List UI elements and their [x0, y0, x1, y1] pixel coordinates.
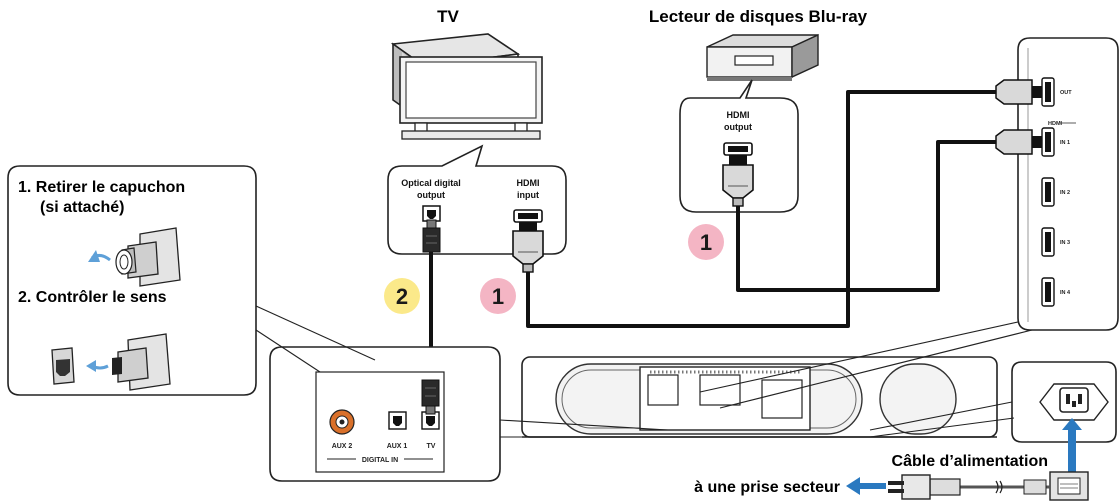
- bluray-hdmi-plug: [722, 155, 754, 207]
- aux2-label: AUX 2: [332, 443, 353, 450]
- outlet-arrow: [846, 477, 886, 495]
- soundbar-hdmi-callout-line-2: [719, 329, 1033, 409]
- soundbar-hdmi-callout-line-1: [699, 321, 1019, 393]
- bluray-hdmi-label-1: HDMI: [727, 110, 750, 120]
- tv-hdmi-plug: [512, 222, 544, 273]
- instruction-step1-line2: (si attaché): [40, 199, 124, 216]
- optical-orientation-illustration: [51, 333, 171, 391]
- tv-optical-label-1: Optical digital: [401, 178, 461, 188]
- tv-title: TV: [437, 7, 459, 26]
- svg-text:IN 3: IN 3: [1060, 240, 1070, 246]
- outlet-label: à une prise secteur: [694, 479, 840, 496]
- badge-step-1-bluray: 1: [688, 224, 724, 260]
- tv-optical-plug: [422, 219, 441, 253]
- soundbar-hdmi-section-label: HDMI: [1048, 121, 1063, 127]
- instruction-callout-line-1: [255, 305, 376, 361]
- tv-hdmi-label-1: HDMI: [517, 178, 540, 188]
- soundbar-port-in4: IN 4: [1041, 277, 1071, 307]
- soundbar-body: [521, 356, 998, 438]
- tv-optical-label-2: output: [417, 190, 445, 200]
- instruction-box: [7, 165, 257, 396]
- bluray-title: Lecteur de disques Blu-ray: [649, 7, 868, 26]
- tv-input-label: TV: [427, 443, 436, 450]
- digital-in-callout-line-1: [499, 419, 669, 431]
- tv-optical-port: [422, 205, 441, 222]
- digital-in-group-label: DIGITAL IN: [362, 457, 398, 464]
- bluray-player-icon: [706, 33, 819, 81]
- bluray-hdmi-label-2: output: [724, 122, 752, 132]
- power-cable-label: Câble d’alimentation: [892, 453, 1048, 470]
- tv-hdmi-input-port: [513, 209, 543, 223]
- instruction-step2: 2. Contrôler le sens: [18, 289, 167, 306]
- aux2-coaxial-port: [329, 409, 355, 435]
- tv-icon: [390, 33, 543, 140]
- power-inlet-icon: [1039, 383, 1109, 421]
- svg-text:1: 1: [700, 230, 712, 255]
- power-cable-plug: [1049, 471, 1089, 501]
- power-plug-up-arrow: [1062, 418, 1082, 472]
- svg-text:2: 2: [396, 284, 408, 309]
- soundbar-optical-plug: [421, 379, 440, 415]
- bluray-hdmi-output-port: [723, 142, 753, 156]
- power-callout-line-2: [869, 417, 1015, 438]
- svg-text:IN 4: IN 4: [1060, 290, 1071, 296]
- tv-hdmi-label-2: input: [517, 190, 539, 200]
- power-cord: [888, 474, 1050, 500]
- badge-step-2-optical: 2: [384, 278, 420, 314]
- svg-text:OUT: OUT: [1060, 90, 1072, 96]
- svg-text:IN 1: IN 1: [1060, 140, 1070, 146]
- badge-step-1-tv: 1: [480, 278, 516, 314]
- soundbar-hdmi-plug-in1: [995, 129, 1042, 155]
- power-callout-line-1: [869, 401, 1013, 431]
- aux1-optical-port: [388, 411, 407, 430]
- instruction-step1-line1: 1. Retirer le capuchon: [18, 179, 185, 196]
- soundbar-hdmi-plug-out: [995, 79, 1042, 105]
- svg-text:IN 2: IN 2: [1060, 190, 1070, 196]
- soundbar-hdmi-panel: HDMI: [1017, 37, 1119, 331]
- tv-optical-input-port: [421, 411, 440, 430]
- optical-plug-cap-illustration: [88, 227, 181, 287]
- aux1-label: AUX 1: [387, 443, 408, 450]
- soundbar-port-in3: IN 3: [1041, 227, 1070, 257]
- instruction-callout-line-2: [255, 329, 321, 373]
- soundbar-port-in2: IN 2: [1041, 177, 1070, 207]
- svg-text:1: 1: [492, 284, 504, 309]
- soundbar-port-out: OUT: [1041, 77, 1072, 107]
